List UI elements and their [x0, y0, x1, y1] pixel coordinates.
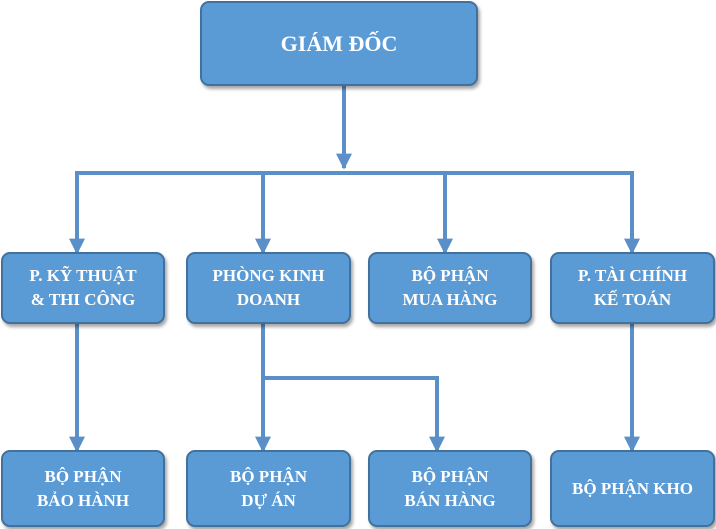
node-warranty: BỘ PHẬN BẢO HÀNH: [1, 450, 165, 527]
node-purchasing-line-2: MUA HÀNG: [402, 290, 498, 309]
node-business-line-1: PHÒNG KINH: [212, 266, 325, 285]
node-finance-line-2: KẾ TOÁN: [593, 290, 672, 309]
node-business: PHÒNG KINH DOANH: [186, 252, 351, 324]
node-sales-line-2: BÁN HÀNG: [404, 490, 496, 510]
node-warranty-line-2: BẢO HÀNH: [36, 490, 130, 510]
node-finance-line-1: P. TÀI CHÍNH: [577, 266, 688, 285]
node-purchasing: BỘ PHẬN MUA HÀNG: [368, 252, 532, 324]
node-technical-line-2: & THI CÔNG: [30, 290, 136, 309]
node-sales: BỘ PHẬN BÁN HÀNG: [368, 450, 532, 527]
node-business-line-2: DOANH: [236, 290, 301, 309]
node-technical-line-1: P. KỸ THUẬT: [29, 266, 137, 285]
node-technical: P. KỸ THUẬT & THI CÔNG: [1, 252, 165, 324]
node-purchasing-line-1: BỘ PHẬN: [411, 266, 489, 285]
node-warranty-line-1: BỘ PHẬN: [44, 466, 122, 486]
connector-department-bus: [75, 171, 634, 253]
node-sales-line-1: BỘ PHẬN: [411, 466, 489, 486]
node-warehouse: BỘ PHẬN KHO: [550, 450, 715, 527]
connector-to-sales: [263, 376, 445, 453]
node-director: GIÁM ĐỐC: [200, 1, 478, 86]
node-director-label: GIÁM ĐỐC: [280, 30, 398, 56]
node-projects: BỘ PHẬN DỰ ÁN: [186, 450, 351, 527]
node-finance: P. TÀI CHÍNH KẾ TOÁN: [550, 252, 715, 324]
node-projects-line-2: DỰ ÁN: [241, 490, 296, 510]
node-warehouse-line-1: BỘ PHẬN KHO: [572, 478, 693, 498]
node-projects-line-1: BỘ PHẬN: [230, 466, 307, 486]
